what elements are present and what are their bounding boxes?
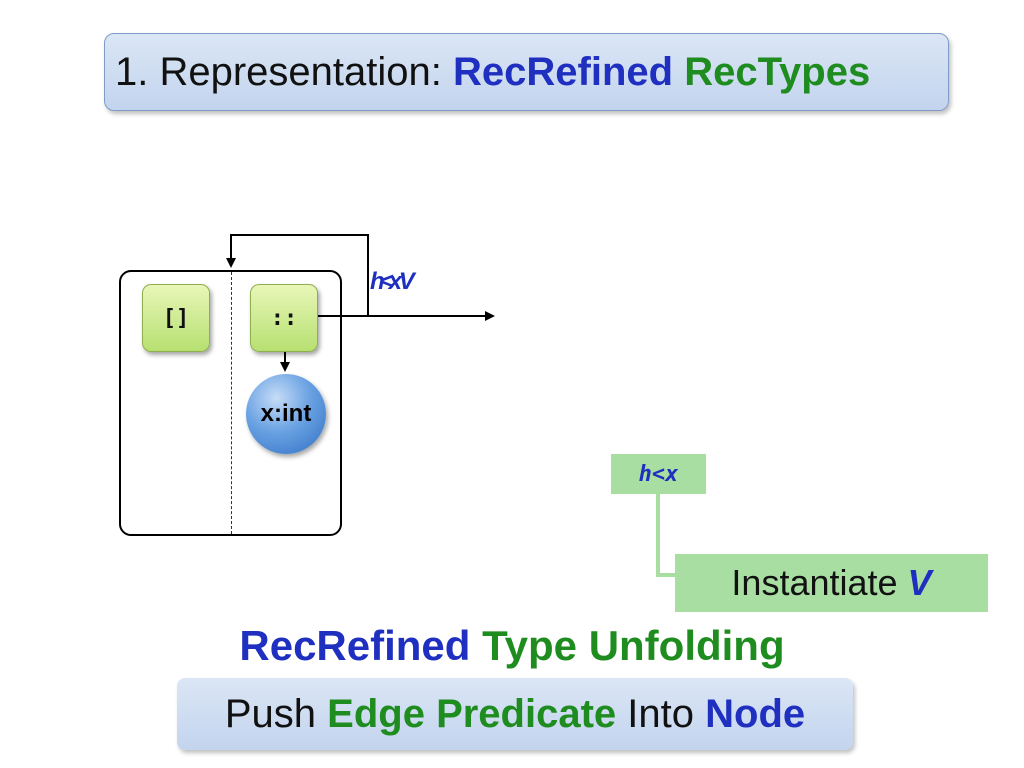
title-recrefined: RecRefined [453, 49, 674, 94]
nil-constructor-node: [] [142, 284, 210, 352]
instantiate-callout: Instantiate V [675, 554, 988, 612]
edge-predicate-label: h<x V [370, 268, 415, 295]
push-predicate-box: Push Edge Predicate Into Node [177, 678, 853, 750]
callout-connector [656, 494, 675, 577]
instantiate-text: Instantiate [731, 562, 908, 603]
push-edge-predicate: Edge Predicate [327, 691, 617, 736]
unfolding-heading: RecRefined Type Unfolding [0, 622, 1024, 670]
unfolding-type-unfolding: Type Unfolding [482, 622, 785, 669]
cons-constructor-node: :: [250, 284, 318, 352]
push-into: Into [616, 691, 706, 736]
rectype-container [119, 270, 342, 536]
instantiate-var: V [907, 562, 932, 603]
title-rectypes: RecTypes [684, 49, 871, 94]
title-prefix: 1. Representation: [115, 49, 453, 94]
unfolding-recrefined: RecRefined [239, 622, 471, 669]
container-divider [231, 272, 232, 534]
slide-title: 1. Representation: RecRefined RecTypes [104, 33, 949, 111]
predicate-tag: h<x [611, 454, 706, 494]
int-field-node: x:int [246, 374, 326, 454]
push-node: Node [705, 691, 806, 736]
recursive-edge [226, 234, 369, 317]
push-word: Push [224, 691, 328, 736]
